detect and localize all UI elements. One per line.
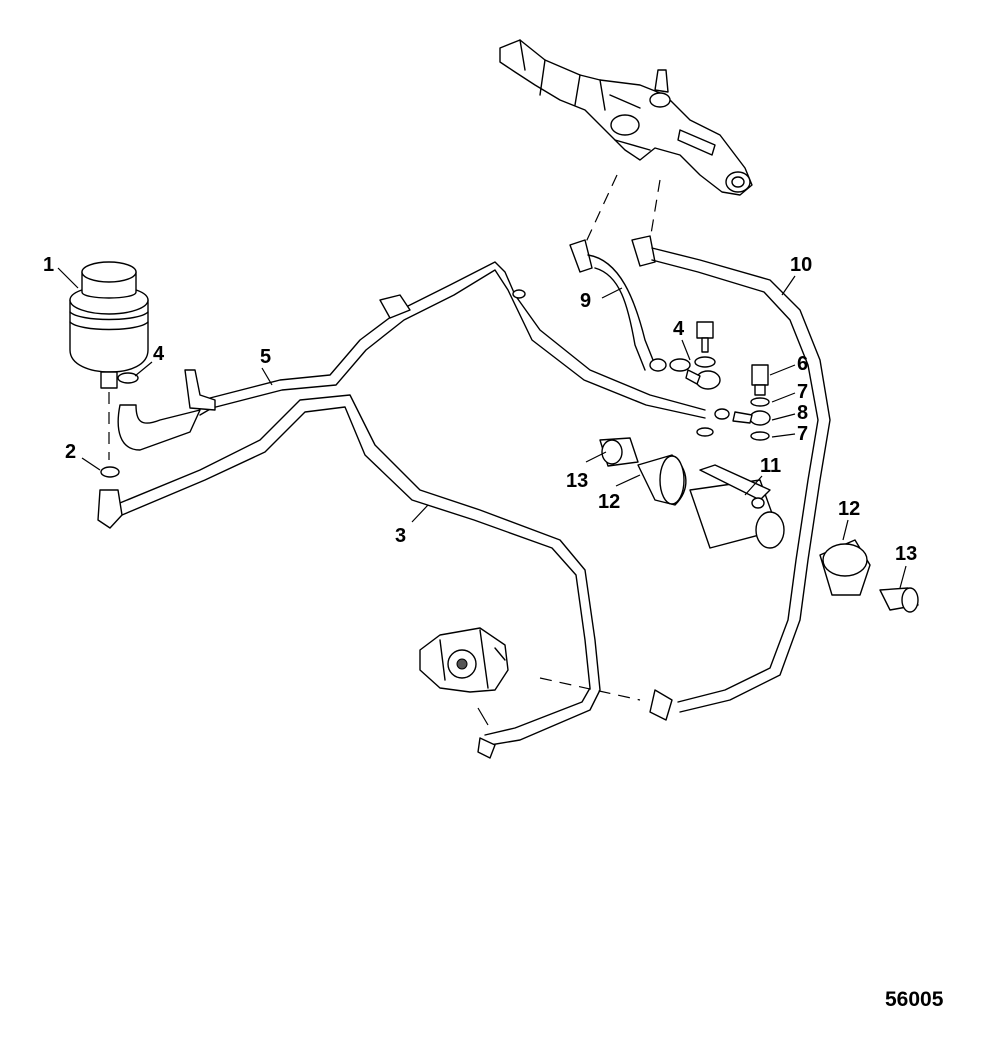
callout-8: 8 [797,402,808,424]
leader-12-left [615,474,641,487]
leader-pump-to-hose-3 [477,707,489,726]
callout-5: 5 [260,346,271,368]
callout-1: 1 [43,254,54,276]
callout-7-upper: 7 [797,381,808,403]
callout-6: 6 [797,353,808,375]
leader-3 [411,504,429,523]
sleeve-12-left [637,454,687,506]
adapter-13-left [599,437,639,467]
callout-13-left: 13 [566,470,588,492]
banjo-fitting-8 [714,408,771,426]
leader-2 [81,457,101,471]
leader-13-right [899,565,907,589]
hose-clamp-4 [117,372,139,384]
sleeve-12-right [819,539,871,596]
leader-4-right [681,339,691,361]
callout-12-left: 12 [598,491,620,513]
leader-pump-to-hose-10 [539,677,641,701]
leader-10 [781,275,796,296]
callout-2: 2 [65,441,76,463]
hose-10 [631,235,831,721]
fluid-reservoir [69,261,149,389]
adapter-13-right [879,587,919,613]
leader-8 [771,413,796,421]
leader-cylinder-to-hose-9 [579,174,618,256]
fluid-cooler-11 [689,464,785,549]
banjo-fitting-4 [669,321,721,390]
leader-12-right [842,519,849,541]
leader-13-left [585,451,607,463]
leader-4-left [134,361,153,377]
hose-clamp-2 [100,466,120,478]
hose-9 [569,239,667,372]
callout-12-right: 12 [838,498,860,520]
figure-id: 56005 [885,988,944,1011]
leader-6 [769,364,796,376]
steering-cylinder-assembly [499,39,753,196]
hose-5 [184,261,706,419]
leader-cylinder-to-hose-10 [649,179,661,241]
callout-11: 11 [760,455,781,477]
sealing-washer-7-right [750,431,770,441]
callout-13-right: 13 [895,543,917,565]
callout-10: 10 [790,254,812,276]
leader-9 [601,287,623,299]
callout-3: 3 [395,525,406,547]
reservoir-return-hose [117,404,201,451]
leader-5 [261,367,273,386]
callout-7-lower: 7 [797,423,808,445]
power-steering-pump [419,627,509,693]
leader-1 [57,267,79,289]
hose-3 [97,394,601,759]
leader-7-upper [771,392,796,403]
sealing-washer-7-upper [750,397,770,407]
leader-7-lower [771,433,796,438]
callout-4-left: 4 [153,343,165,365]
leader-11 [744,475,763,496]
sealing-washer-7-lower [696,427,714,437]
callout-9: 9 [580,290,591,312]
callout-4-right: 4 [673,318,685,340]
banjo-bolt-6 [751,364,769,396]
